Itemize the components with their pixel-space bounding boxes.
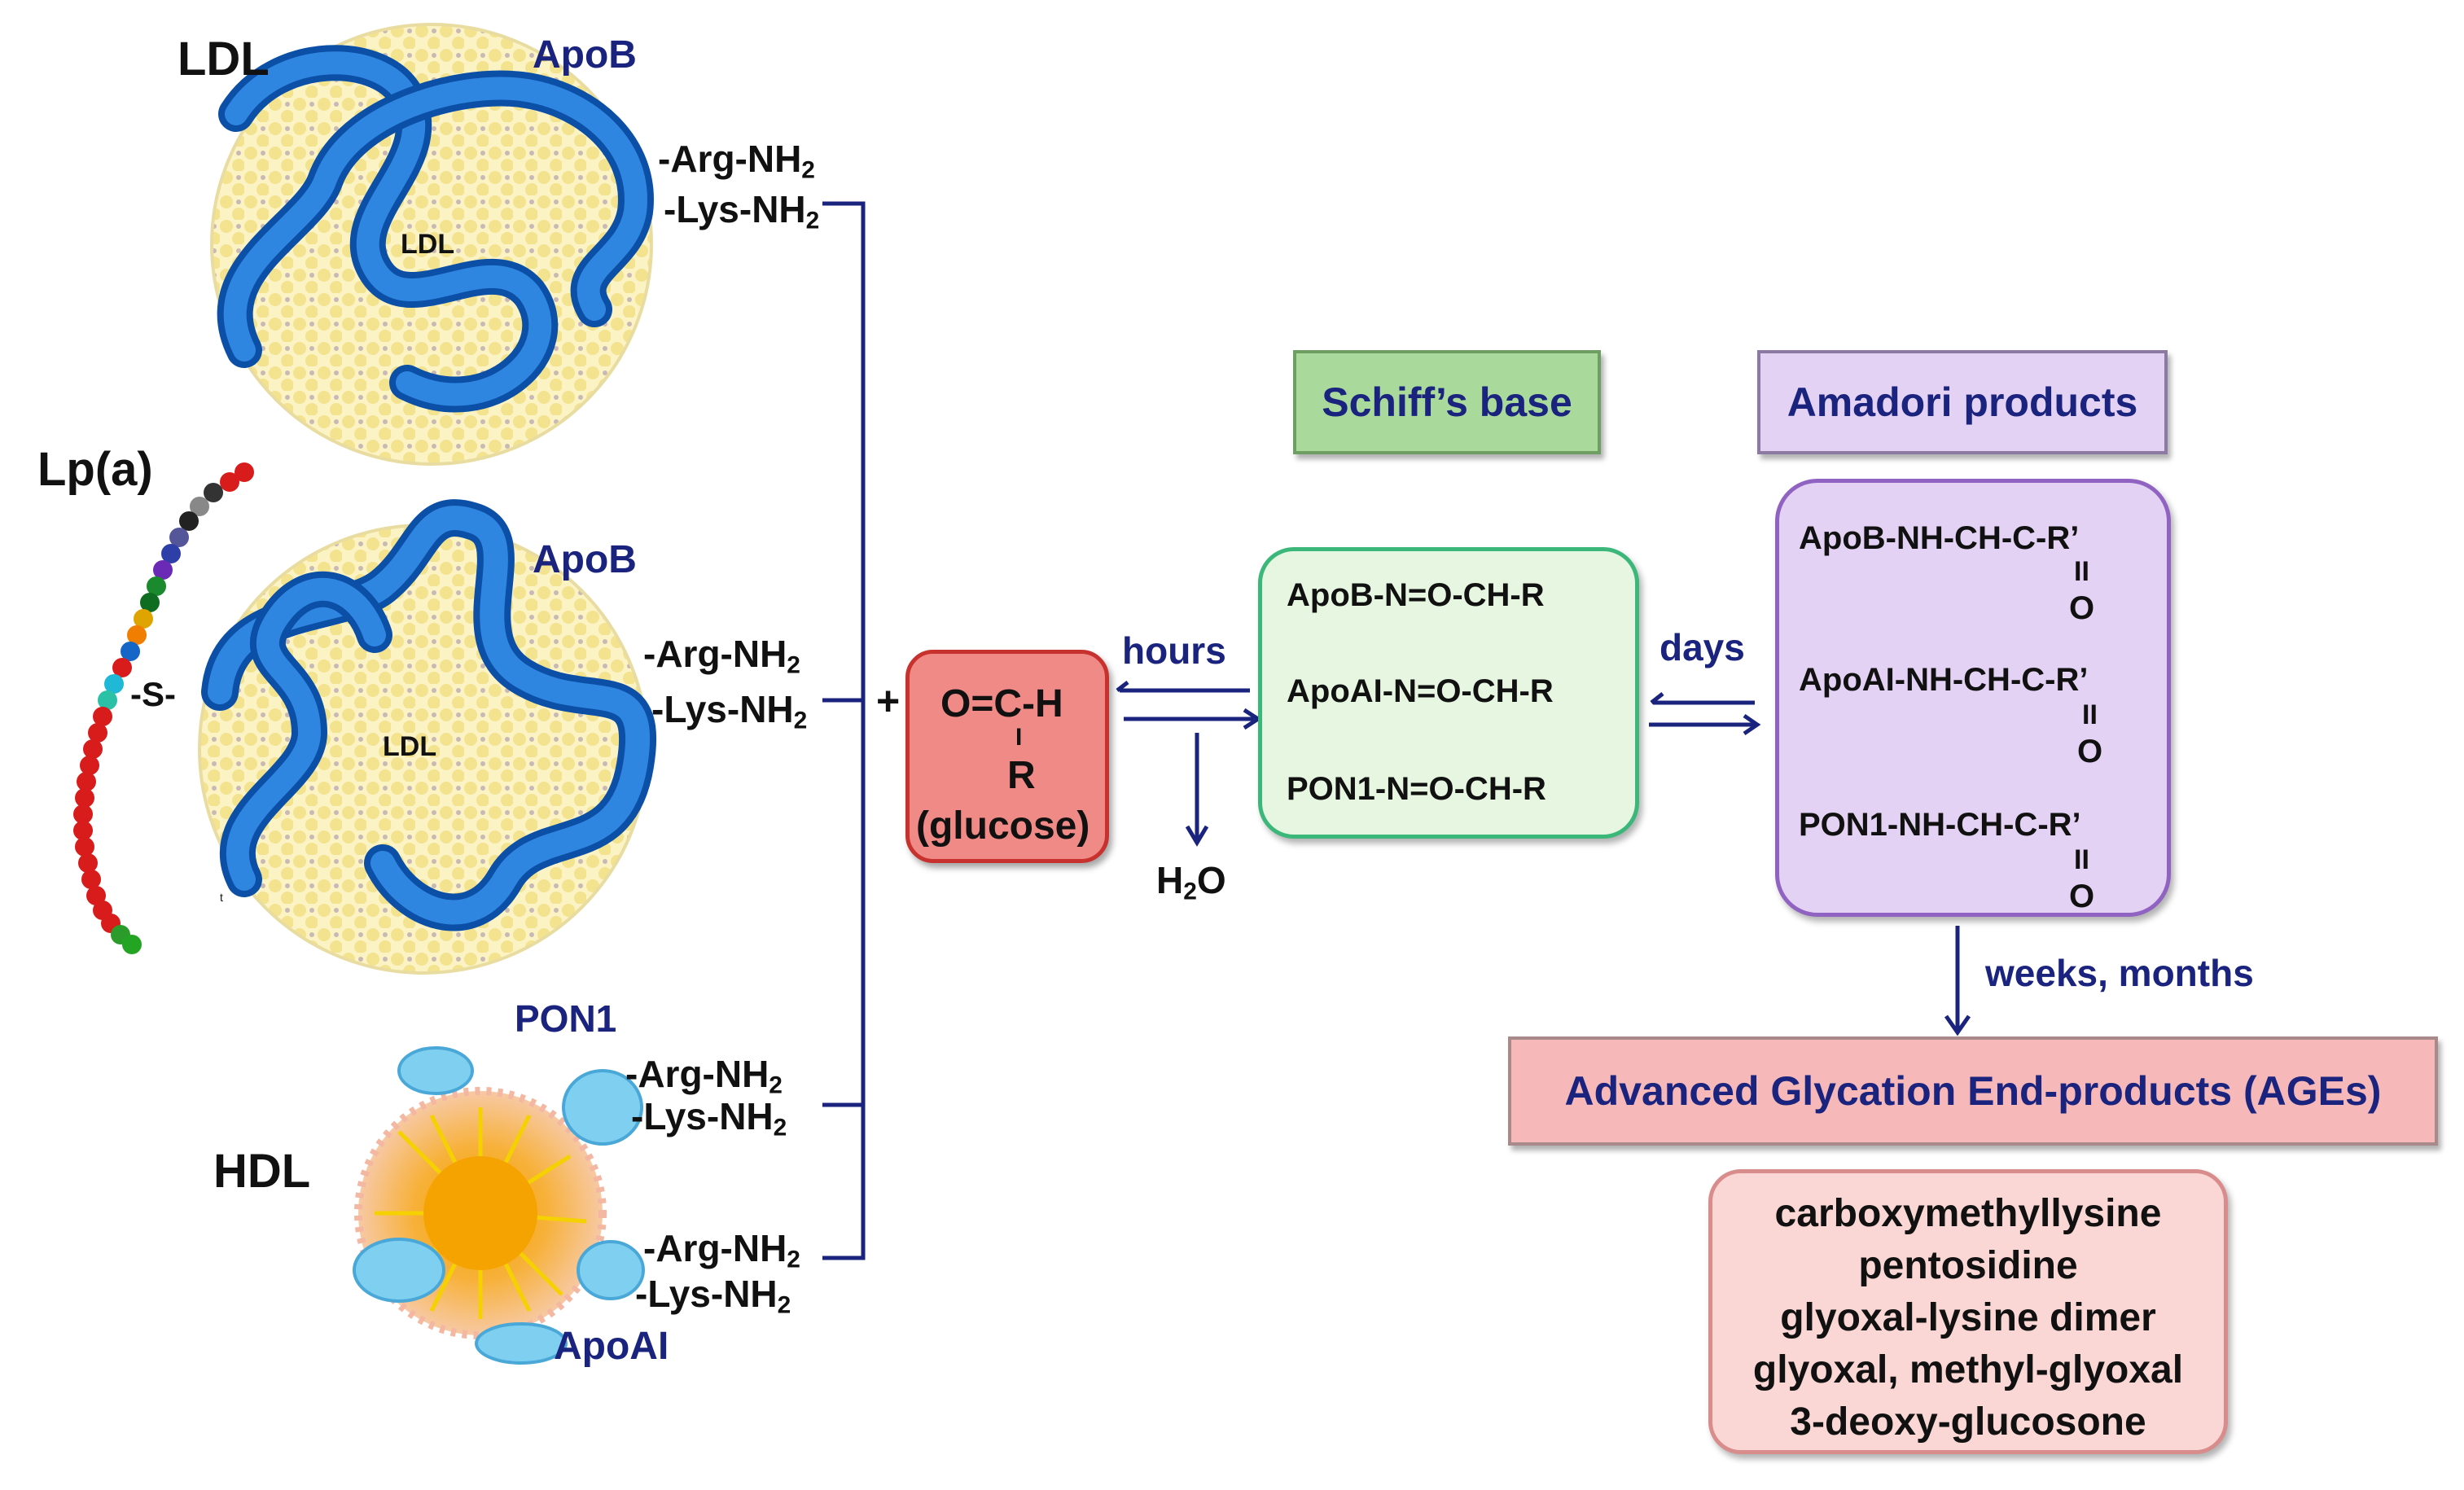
hours-label: hours xyxy=(1122,629,1226,672)
hdl-particle xyxy=(353,1046,645,1365)
particle-bracket xyxy=(822,201,866,1260)
amadori-row-apob: ApoB-NH-CH-C-R’ xyxy=(1799,520,2080,556)
glucose-aldehyde-text: O=C-H xyxy=(940,682,1063,725)
days-label: days xyxy=(1659,626,1745,668)
glucose-label: (glucose) xyxy=(916,804,1090,848)
arg-nh2-label-4: -Arg-NH2 xyxy=(643,1227,800,1273)
water-label: H2O xyxy=(1156,859,1226,905)
glucose-box: O=C-H I R (glucose) xyxy=(905,650,1109,863)
lys-nh2-label-1: -Lys-NH2 xyxy=(664,188,820,234)
amadori-oxygen-apob: O xyxy=(2069,590,2095,626)
apob-label-top: ApoB xyxy=(533,33,637,77)
schiff-base-box: ApoB-N=O-CH-R ApoAI-N=O-CH-R PON1-N=O-CH… xyxy=(1258,547,1639,839)
amadori-row-pon1: PON1-NH-CH-C-R’ xyxy=(1799,807,2081,843)
arg-nh2-label-2: -Arg-NH2 xyxy=(643,633,800,679)
schiff-base-title: Schiff’s base xyxy=(1322,379,1572,425)
arg-nh2-label-3: -Arg-NH2 xyxy=(625,1053,783,1099)
ages-title: Advanced Glycation End-products (AGEs) xyxy=(1564,1068,2382,1114)
schiff-base-header: Schiff’s base xyxy=(1293,350,1601,454)
glucose-r-text: R xyxy=(1007,754,1036,797)
ages-item-glyoxal-lysine-dimer: glyoxal-lysine dimer xyxy=(1780,1296,2156,1339)
amadori-bond-pon1: II xyxy=(2074,844,2089,875)
lys-nh2-label-3: -Lys-NH2 xyxy=(631,1095,787,1142)
ages-box: carboxymethyllysine pentosidine glyoxal-… xyxy=(1708,1169,2228,1454)
water-arrow xyxy=(1185,733,1209,847)
disulfide-link-label: -S- xyxy=(130,675,176,713)
arg-nh2-label-1: -Arg-NH2 xyxy=(658,138,815,184)
amadori-bond-apob: II xyxy=(2074,556,2089,587)
ages-item-3-deoxy-glucosone: 3-deoxy-glucosone xyxy=(1790,1400,2146,1444)
apoa-chain xyxy=(73,462,254,954)
hdl-title: HDL xyxy=(213,1145,311,1198)
amadori-oxygen-apoai: O xyxy=(2077,734,2103,769)
lpa-title: Lp(a) xyxy=(37,443,153,496)
amadori-bond-apoai: II xyxy=(2082,699,2098,730)
weeks-arrow xyxy=(1944,926,1971,1036)
lpa-particle xyxy=(73,462,657,975)
amadori-title: Amadori products xyxy=(1787,379,2138,425)
glucose-bond-mark: I xyxy=(1015,724,1023,751)
days-equilibrium-arrows xyxy=(1649,692,1761,736)
amadori-row-apoai: ApoAI-NH-CH-C-R’ xyxy=(1799,662,2089,698)
ldl-inner-label-lpa: LDL xyxy=(383,731,437,762)
lys-nh2-label-4: -Lys-NH2 xyxy=(635,1273,791,1319)
ages-item-pentosidine: pentosidine xyxy=(1858,1244,2078,1287)
stray-mark: t xyxy=(220,891,223,904)
apob-label-lpa: ApoB xyxy=(533,538,637,581)
apoai-label: ApoAI xyxy=(554,1325,669,1368)
schiff-row-apob: ApoB-N=O-CH-R xyxy=(1287,577,1545,613)
weeks-months-label: weeks, months xyxy=(1985,952,2254,994)
lys-nh2-label-2: -Lys-NH2 xyxy=(651,688,808,734)
hours-equilibrium-arrows xyxy=(1116,681,1262,730)
pon1-label: PON1 xyxy=(515,997,617,1040)
ldl-inner-label-top: LDL xyxy=(401,229,455,260)
plus-sign: + xyxy=(876,678,901,724)
schiff-row-apoai: ApoAI-N=O-CH-R xyxy=(1287,673,1554,709)
ldl-title: LDL xyxy=(178,33,270,85)
amadori-box: ApoB-NH-CH-C-R’ II O ApoAI-NH-CH-C-R’ II… xyxy=(1775,479,2171,917)
amadori-header: Amadori products xyxy=(1757,350,2168,454)
amadori-oxygen-pon1: O xyxy=(2069,879,2095,914)
ages-header: Advanced Glycation End-products (AGEs) xyxy=(1508,1036,2438,1146)
schiff-row-pon1: PON1-N=O-CH-R xyxy=(1287,771,1546,807)
ldl-particle-top xyxy=(210,23,654,466)
ages-item-carboxymethyllysine: carboxymethyllysine xyxy=(1774,1192,2162,1235)
ages-item-glyoxal-methylglyoxal: glyoxal, methyl-glyoxal xyxy=(1752,1348,2184,1391)
